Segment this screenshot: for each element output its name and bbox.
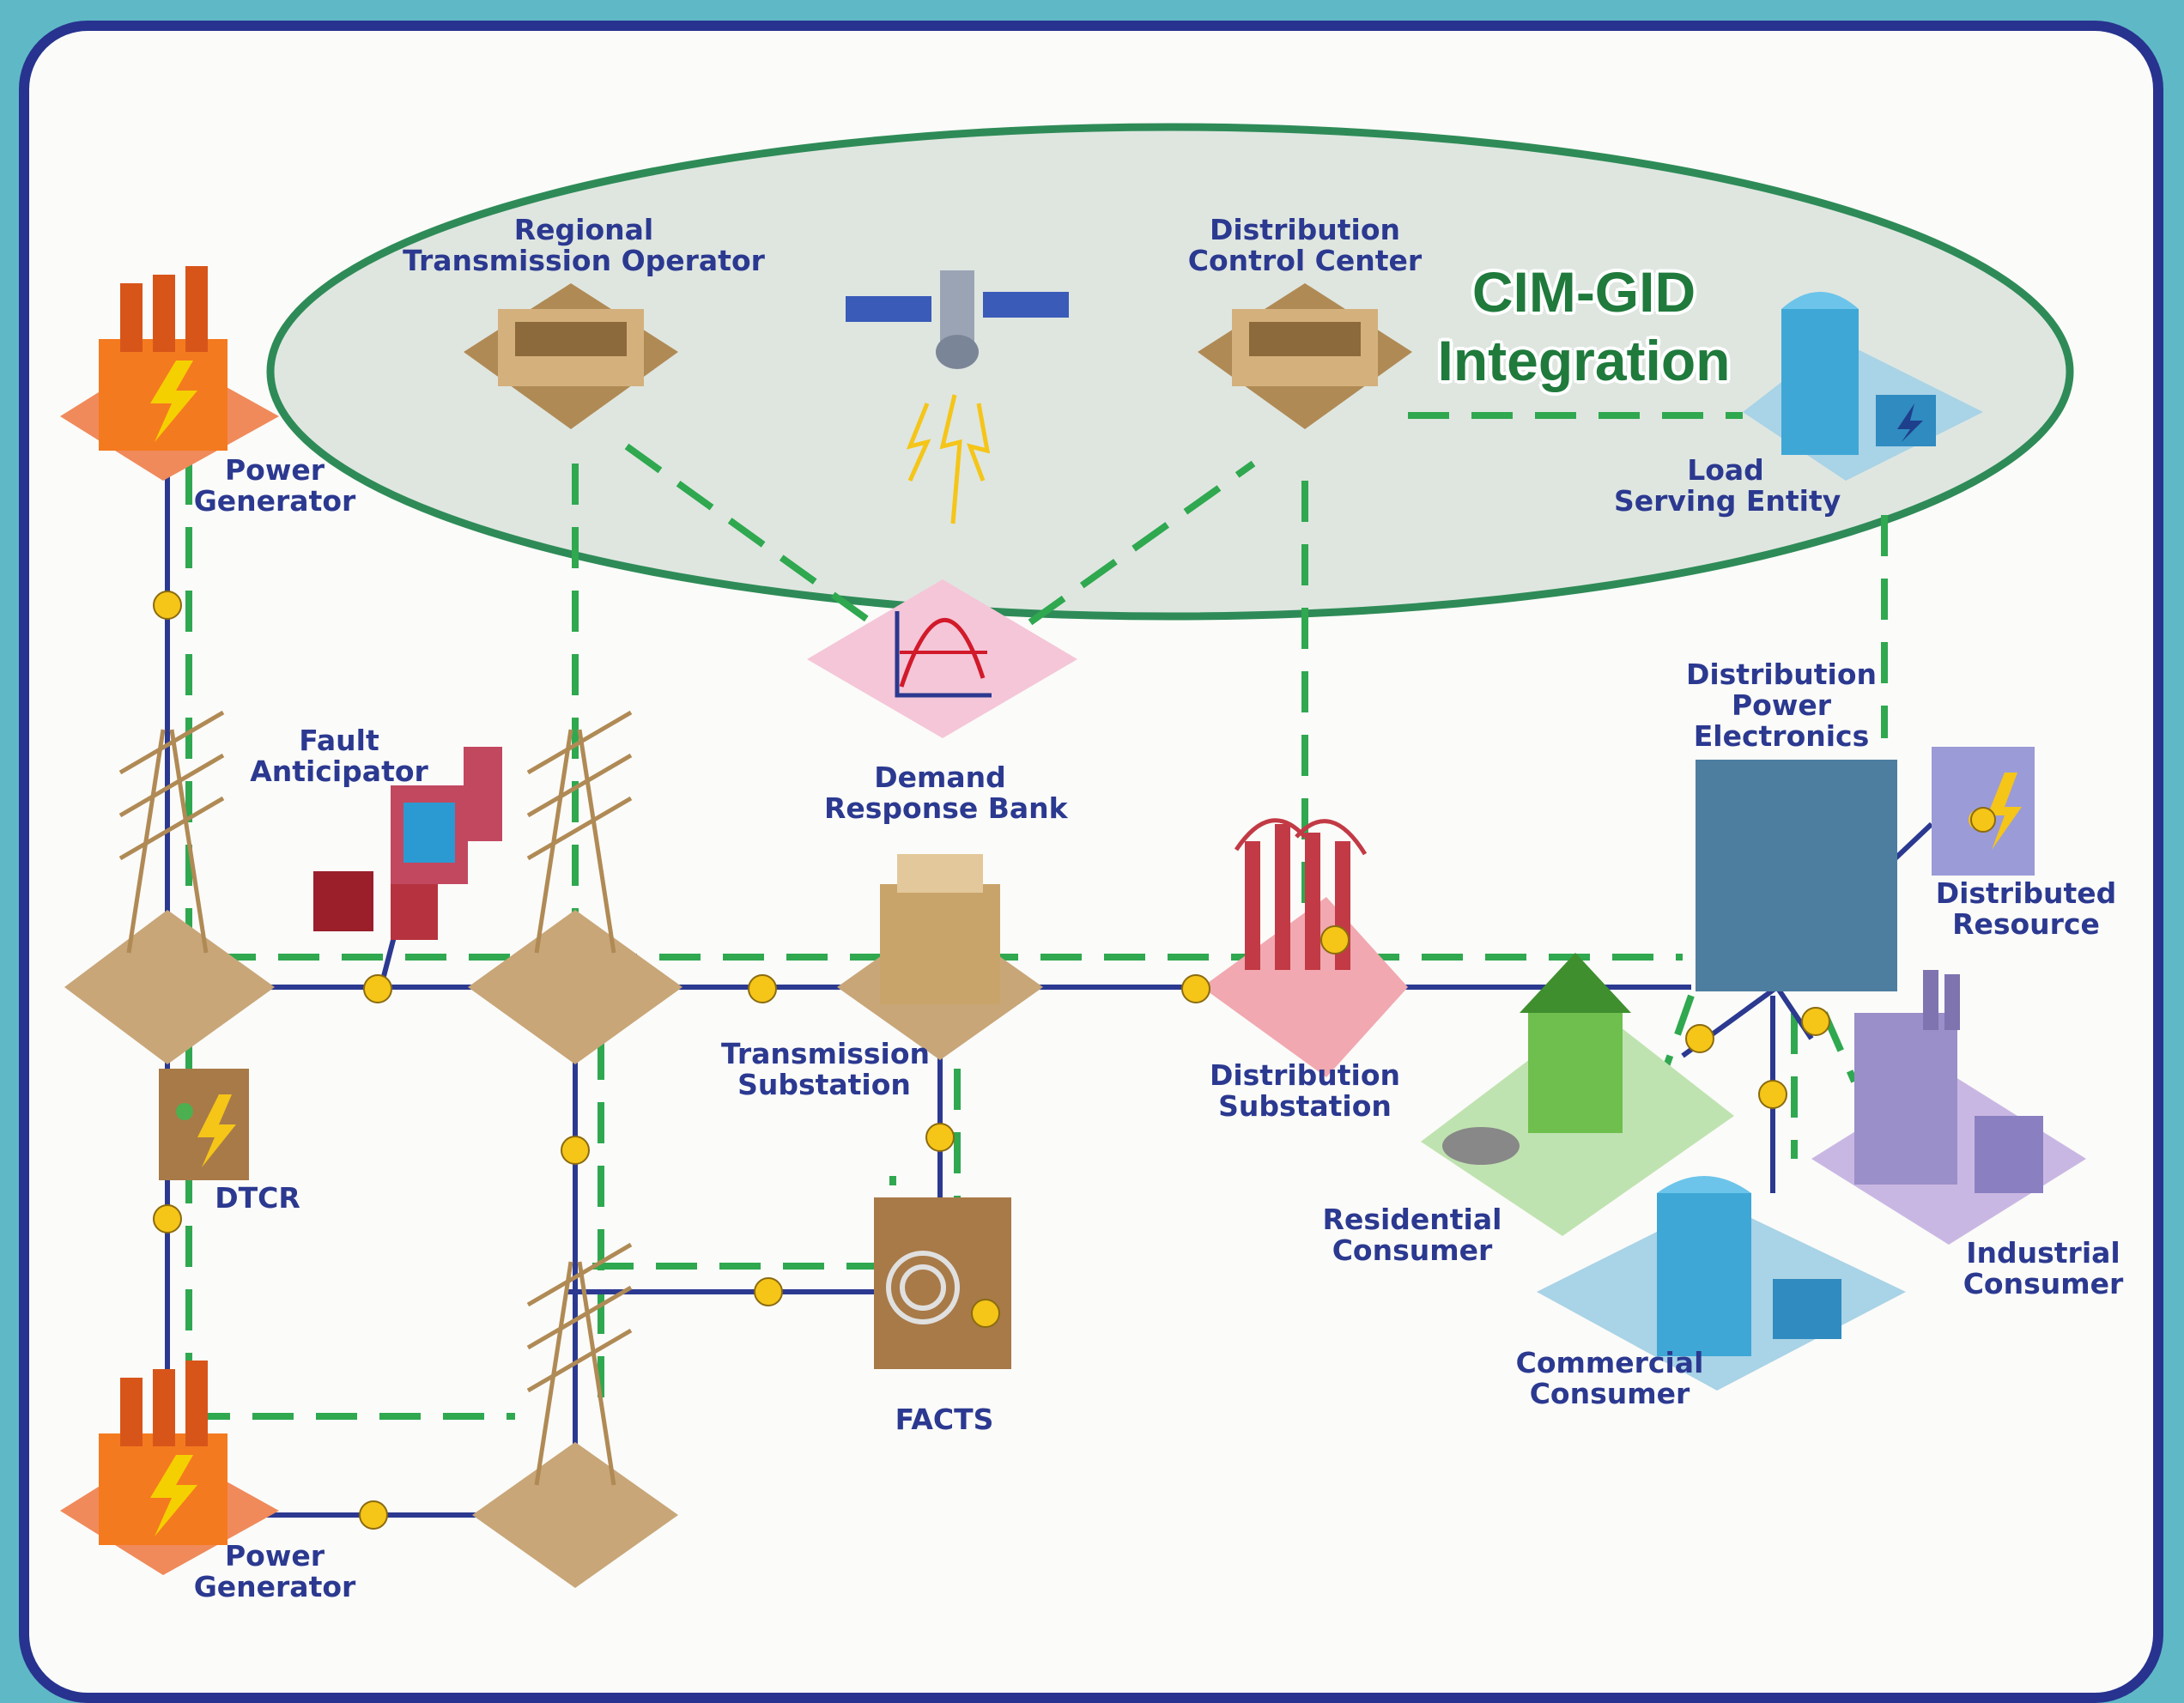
tower-2 xyxy=(526,710,633,954)
label-line: Demand xyxy=(874,761,1006,794)
demand-response-bank-pad xyxy=(807,579,1077,738)
label-dtcr: DTCR xyxy=(215,1181,300,1215)
tower-pad-3 xyxy=(472,1442,678,1588)
label-demand-response-bank: Demand Response Bank xyxy=(824,761,1068,825)
demand-response-chart-icon xyxy=(895,611,992,698)
label-line: Industrial xyxy=(1966,1236,2120,1270)
label-regional-transmission-operator: Regional Transmission Operator xyxy=(395,215,773,276)
tower-pad-2 xyxy=(468,910,682,1064)
label-line: Electronics xyxy=(1693,719,1870,753)
label-line: Generator xyxy=(193,1570,356,1603)
label-power-generator-top: Power Generator xyxy=(189,455,361,517)
label-line: Control Center xyxy=(1187,244,1423,277)
label-line: Distributed xyxy=(1935,876,2117,910)
label-industrial-consumer: Industrial Consumer xyxy=(1953,1238,2133,1300)
cim-gid-title-line2: Integration xyxy=(1437,329,1731,392)
cim-gid-title-line1: CIM-GID xyxy=(1471,260,1696,324)
label-line: Consumer xyxy=(1332,1233,1493,1267)
label-line: Distribution xyxy=(1209,213,1401,246)
label-line: Response Bank xyxy=(824,791,1068,825)
label-line: Generator xyxy=(193,484,356,518)
label-line: Consumer xyxy=(1529,1377,1690,1410)
tower-3 xyxy=(526,1242,633,1486)
label-transmission-substation: Transmission Substation xyxy=(721,1037,931,1101)
label-line: Distribution xyxy=(1685,658,1878,691)
label-line: Serving Entity xyxy=(1614,484,1841,518)
distribution-substation-pad xyxy=(1202,897,1408,1077)
transmission-tower-icons xyxy=(118,710,633,1486)
label-power-generator-bottom: Power Generator xyxy=(189,1541,361,1603)
label-residential-consumer: Residential Consumer xyxy=(1318,1204,1507,1266)
tower-1 xyxy=(118,710,225,954)
label-load-serving-entity: Load Serving Entity xyxy=(1614,453,1841,518)
label-distribution-substation: Distribution Substation xyxy=(1202,1060,1408,1122)
tower-pad-1 xyxy=(64,910,275,1064)
load-serving-entity-icon xyxy=(1743,292,1983,481)
cim-gid-ellipse xyxy=(266,123,2074,621)
label-distribution-power-electronics: Distribution Power Electronics xyxy=(1683,659,1880,752)
label-commercial-consumer: Commercial Consumer xyxy=(1515,1348,1704,1409)
label-line: Consumer xyxy=(1963,1267,2124,1300)
distribution-control-center-icon xyxy=(1198,283,1412,429)
label-line: Power xyxy=(1732,688,1831,722)
label-fault-anticipator: Fault Anticipator xyxy=(249,725,429,787)
label-line: Commercial xyxy=(1515,1346,1704,1379)
label-distributed-resource: Distributed Resource xyxy=(1927,878,2125,940)
sensor-dots xyxy=(153,591,1996,1530)
label-line: Anticipator xyxy=(250,755,428,788)
label-distribution-control-center: Distribution Control Center xyxy=(1185,215,1425,276)
commercial-consumer-icon xyxy=(1537,1176,1906,1391)
satellite-icon xyxy=(846,270,1069,524)
label-facts: FACTS xyxy=(895,1403,994,1436)
distribution-power-electronics-icon xyxy=(1696,760,1897,991)
cim-gid-title: CIM-GID Integration xyxy=(1421,258,1747,395)
label-line: Resource xyxy=(1952,907,2100,941)
facts-icon xyxy=(874,1197,1011,1369)
label-line: Residential xyxy=(1322,1203,1502,1236)
power-generator-bottom-icon xyxy=(60,1361,279,1575)
label-line: Transmission xyxy=(721,1037,931,1070)
label-line: Distribution xyxy=(1209,1058,1401,1092)
fault-anticipator-icon xyxy=(313,747,502,940)
label-line: Power xyxy=(225,1539,325,1573)
label-line: Transmission Operator xyxy=(403,244,765,277)
dtcr-icon xyxy=(159,1069,249,1180)
label-line: Substation xyxy=(737,1068,911,1101)
power-generator-top-icon xyxy=(60,266,279,481)
label-line: Power xyxy=(225,453,325,487)
regional-transmission-operator-icon xyxy=(464,283,678,429)
label-line: Substation xyxy=(1218,1089,1392,1123)
industrial-consumer-icon xyxy=(1811,970,2086,1245)
label-line: Regional xyxy=(513,213,654,246)
label-line: Load xyxy=(1687,453,1764,487)
label-line: Fault xyxy=(299,724,379,757)
residential-consumer-icon xyxy=(1421,953,1734,1236)
transmission-substation-icon xyxy=(880,854,1000,1004)
